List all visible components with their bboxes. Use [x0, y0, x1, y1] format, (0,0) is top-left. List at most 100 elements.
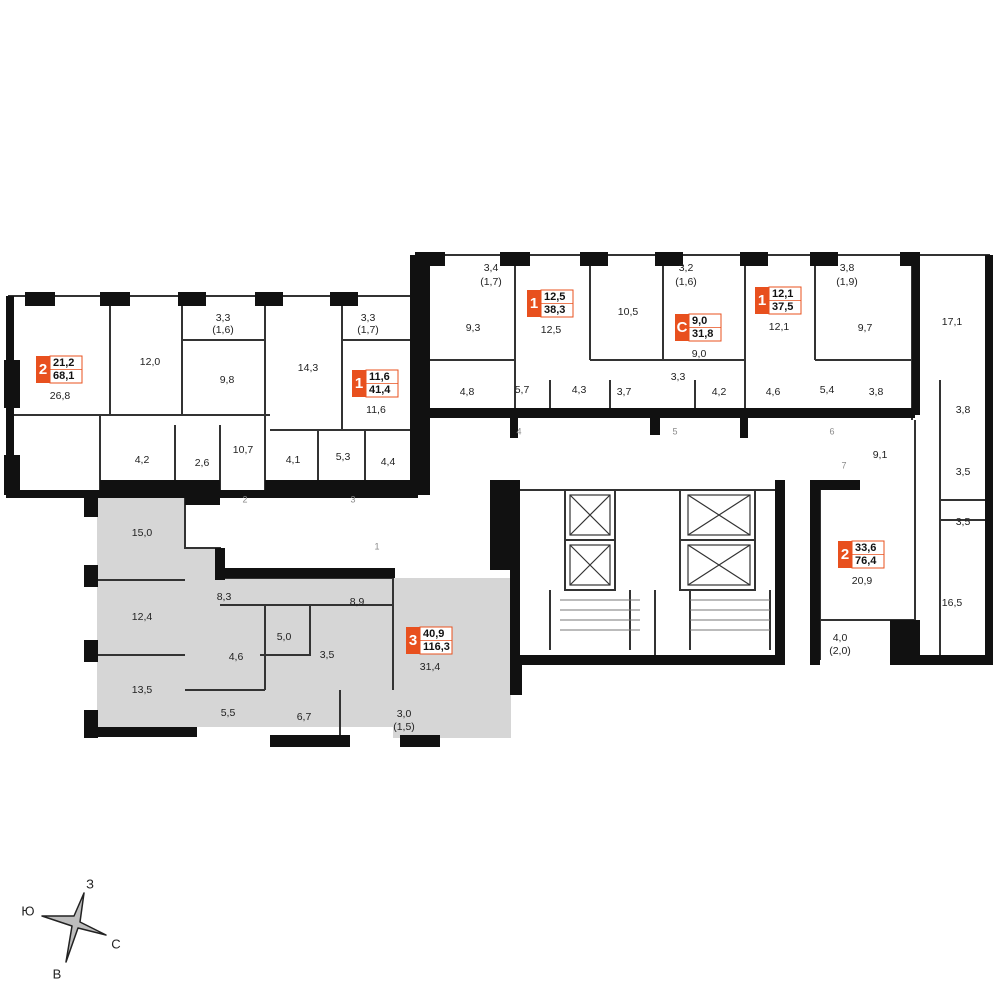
unit-room-area: 31,4 [420, 661, 441, 673]
room-area-label: (1,6) [212, 324, 234, 336]
unit-room-area: 26,8 [50, 390, 71, 402]
room-area-label: 3,5 [956, 516, 971, 528]
room-area-label: 3,3 [671, 371, 686, 383]
room-area-label: (1,9) [836, 276, 858, 288]
room-area-label: 8,9 [350, 596, 365, 608]
compass-east: С [111, 936, 120, 951]
unit-type-marker [527, 290, 541, 317]
room-area-label: 3,5 [956, 466, 971, 478]
staircase [560, 599, 770, 631]
unit-living-area: 40,9 [423, 628, 444, 640]
room-area-label: 14,3 [298, 362, 319, 374]
outer-walls [4, 252, 993, 747]
room-area-label: (2,0) [829, 645, 851, 657]
room-area-label: 16,5 [942, 597, 963, 609]
room-area-label: 9,8 [220, 374, 235, 386]
compass-south: В [53, 966, 62, 981]
unit-type-marker [675, 314, 689, 341]
room-area-label: 4,4 [381, 456, 396, 468]
room-area-label: (1,5) [393, 721, 415, 733]
room-area-label: 5,4 [820, 384, 835, 396]
unit-type-marker [838, 541, 852, 568]
room-area-label: 3,7 [617, 386, 632, 398]
unit-type-label: 1 [355, 375, 363, 392]
unit-total-area: 68,1 [53, 370, 74, 382]
unit-type-label: 1 [530, 295, 538, 312]
room-area-label: 3,3 [216, 312, 231, 324]
room-area-label: 3,0 [397, 708, 412, 720]
unit-room-area: 9,0 [692, 348, 707, 360]
room-area-label: 13,5 [132, 684, 153, 696]
unit-total-area: 38,3 [544, 304, 565, 316]
room-area-label: 5,0 [277, 631, 292, 643]
unit-room-area: 12,1 [769, 321, 790, 333]
hall-number: 1 [374, 541, 379, 551]
hall-number: 6 [829, 426, 834, 436]
room-area-label: 3,8 [869, 386, 884, 398]
unit-room-area: 20,9 [852, 575, 873, 587]
room-area-label: (1,7) [357, 324, 379, 336]
room-area-label: 3,2 [679, 262, 694, 274]
unit-total-area: 116,3 [423, 641, 450, 653]
room-area-label: 4,2 [135, 454, 150, 466]
hall-number: 7 [841, 460, 846, 470]
room-area-label: 4,6 [766, 386, 781, 398]
compass-star-icon [41, 892, 107, 963]
unit-total-area: 37,5 [772, 301, 793, 313]
room-area-label: 17,1 [942, 316, 963, 328]
room-area-label: 10,5 [618, 306, 639, 318]
hall-number: 4 [516, 426, 521, 436]
unit-badge: 2 21,268,1 26,8 [36, 355, 83, 402]
unit-type-marker [36, 356, 50, 383]
unit-living-area: 21,2 [53, 357, 74, 369]
elevator-shafts [569, 494, 751, 586]
hall-number: 2 [242, 494, 247, 504]
room-area-label: 15,0 [132, 527, 153, 539]
compass-north: З [86, 876, 94, 891]
unit-type-marker [352, 370, 366, 397]
unit-room-area: 12,5 [541, 324, 562, 336]
hall-number: 5 [672, 426, 677, 436]
room-area-label: 3,8 [956, 404, 971, 416]
unit-living-area: 12,1 [772, 288, 793, 300]
hall-number: 3 [350, 494, 355, 504]
unit-type-label: 3 [409, 632, 417, 649]
unit-living-area: 33,6 [855, 542, 876, 554]
room-area-label: 3,5 [320, 649, 335, 661]
unit-total-area: 41,4 [369, 384, 391, 396]
hall-numbers: 1 2 3 4 5 6 7 [242, 426, 846, 551]
unit-living-area: 9,0 [692, 315, 707, 327]
room-area-label: 12,4 [132, 611, 153, 623]
room-area-label: 8,3 [217, 591, 232, 603]
compass-west: Ю [21, 903, 34, 918]
room-area-label: 5,3 [336, 451, 351, 463]
room-area-label: 4,8 [460, 386, 475, 398]
unit-living-area: 12,5 [544, 291, 565, 303]
unit-total-area: 31,8 [692, 328, 713, 340]
unit-type-label: С [677, 319, 688, 336]
room-area-label: 4,0 [833, 632, 848, 644]
room-area-label: 3,8 [840, 262, 855, 274]
unit-type-marker [755, 287, 769, 314]
room-area-label: 4,2 [712, 386, 727, 398]
compass: З С В Ю [21, 876, 120, 981]
room-area-label: 5,5 [221, 707, 236, 719]
room-area-label: (1,6) [675, 276, 697, 288]
room-area-label: (1,7) [480, 276, 502, 288]
room-area-label: 12,0 [140, 356, 161, 368]
unit-living-area: 11,6 [369, 371, 390, 383]
room-area-label: 5,7 [515, 384, 530, 396]
unit-type-label: 1 [758, 292, 766, 309]
room-area-label: 3,3 [361, 312, 376, 324]
room-area-label: 6,7 [297, 711, 312, 723]
unit-type-marker [406, 627, 420, 654]
unit-type-label: 2 [39, 361, 47, 378]
unit-total-area: 76,4 [855, 555, 877, 567]
